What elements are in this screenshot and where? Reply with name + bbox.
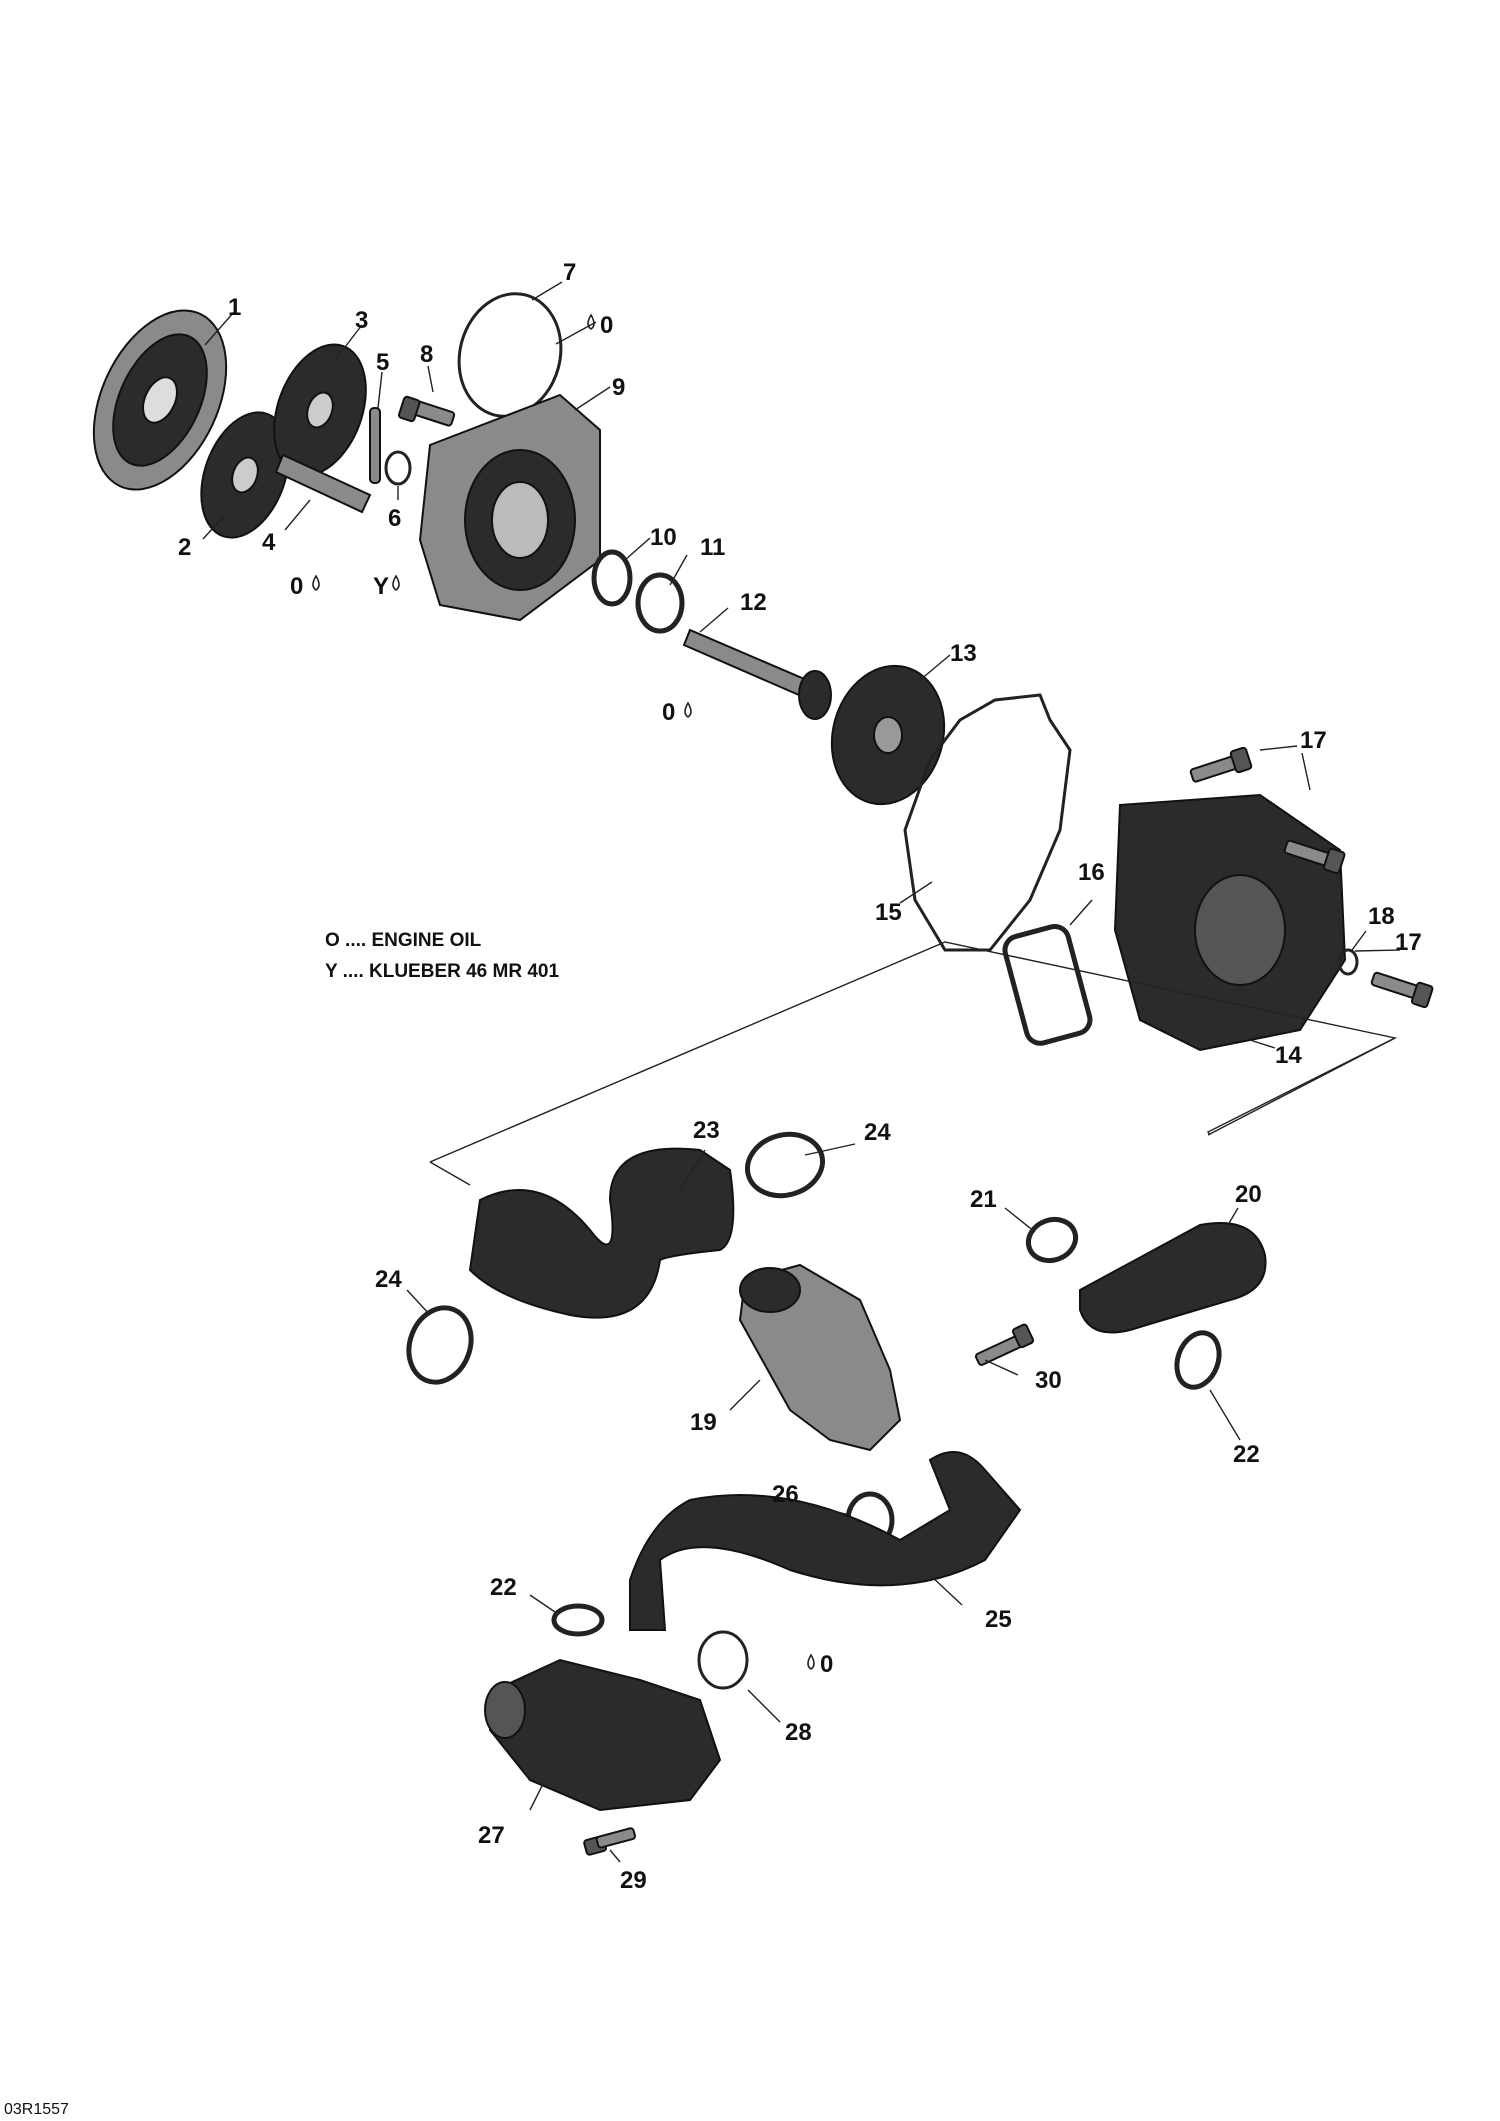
callout-10: 10 xyxy=(650,524,677,551)
callout-28: 28 xyxy=(785,1719,812,1746)
pump-housing-9 xyxy=(418,393,601,622)
callout-15: 15 xyxy=(875,899,902,926)
drop-icon-28 xyxy=(807,1653,815,1670)
pin-5 xyxy=(369,407,381,484)
callout-17-upper: 17 xyxy=(1300,727,1327,754)
gear-1 xyxy=(92,309,228,491)
gasket-15 xyxy=(903,693,1072,952)
callout-24-left: 24 xyxy=(375,1266,402,1293)
callout-2: 2 xyxy=(178,534,191,561)
lube-mark-7: 0 xyxy=(600,312,613,339)
callout-27: 27 xyxy=(478,1822,505,1849)
callout-1: 1 xyxy=(228,294,241,321)
clamp-22-right xyxy=(1174,1330,1222,1390)
pump-cover-14 xyxy=(1113,793,1347,1052)
shaft-4 xyxy=(274,453,372,514)
lube-marks: 0 0 Y 0 0 xyxy=(290,312,833,1678)
o-ring-7 xyxy=(457,292,563,418)
callout-16: 16 xyxy=(1078,859,1105,886)
callout-4: 4 xyxy=(262,529,276,556)
callout-14: 14 xyxy=(1275,1042,1302,1069)
seal-10 xyxy=(591,549,633,607)
impeller-13 xyxy=(830,664,946,806)
o-ring-6 xyxy=(384,450,412,486)
bolt-30 xyxy=(974,1323,1035,1366)
callout-21: 21 xyxy=(970,1186,997,1213)
drop-icon-4 xyxy=(312,574,320,591)
hose-25 xyxy=(629,1451,1022,1631)
leader-lines xyxy=(202,281,1401,1863)
callout-13: 13 xyxy=(950,640,977,667)
clamp-21 xyxy=(1025,1216,1079,1264)
callout-20: 20 xyxy=(1235,1181,1262,1208)
callout-17-lower: 17 xyxy=(1395,929,1422,956)
callout-8: 8 xyxy=(420,341,433,368)
callout-25: 25 xyxy=(985,1606,1012,1633)
drop-icon-7 xyxy=(587,313,595,330)
callout-22-right: 22 xyxy=(1233,1441,1260,1468)
callout-26: 26 xyxy=(772,1481,799,1508)
seal-16 xyxy=(1002,923,1093,1046)
legend: O .... ENGINE OIL Y .... KLUEBER 46 MR 4… xyxy=(325,930,559,982)
clamp-22-lower xyxy=(551,1603,605,1637)
bolt-8 xyxy=(397,395,456,427)
clamp-24-upper xyxy=(744,1131,826,1199)
lube-mark-28: 0 xyxy=(820,1651,833,1678)
o-ring-28 xyxy=(697,1630,749,1690)
bolt-29 xyxy=(583,1827,636,1856)
lube-mark-4: 0 xyxy=(290,573,303,600)
callout-19: 19 xyxy=(690,1409,717,1436)
callout-7: 7 xyxy=(563,259,576,286)
lube-mark-12: 0 xyxy=(662,699,675,726)
reference-code: 03R1557 xyxy=(4,2101,69,2118)
assembly-frame-lower xyxy=(1207,1037,1396,1136)
bolt-17-lower xyxy=(1370,971,1434,1009)
assembly-frame-left xyxy=(429,1161,471,1186)
gear-3 xyxy=(273,343,367,477)
callout-23: 23 xyxy=(693,1117,720,1144)
impeller-shaft-12 xyxy=(682,628,832,720)
bearing-11 xyxy=(635,572,685,634)
gear-2 xyxy=(200,411,290,539)
callout-24-upper: 24 xyxy=(864,1119,891,1146)
callout-11: 11 xyxy=(700,534,725,561)
lube-mark-9: Y xyxy=(373,573,389,600)
callout-3: 3 xyxy=(355,307,368,334)
hose-20 xyxy=(1079,1222,1267,1334)
hose-23 xyxy=(468,1147,735,1319)
callout-12: 12 xyxy=(740,589,767,616)
bolt-17-right xyxy=(1283,839,1346,875)
legend-engine-oil: O .... ENGINE OIL xyxy=(325,930,482,951)
drop-icon-9 xyxy=(392,574,400,591)
washer-18 xyxy=(1337,948,1359,976)
callout-30: 30 xyxy=(1035,1367,1062,1394)
callout-9: 9 xyxy=(612,374,625,401)
thermostat-housing-19 xyxy=(738,1263,902,1452)
callouts: 1 2 3 4 5 6 7 8 9 10 11 12 13 14 15 16 1… xyxy=(178,259,1422,1894)
callout-29: 29 xyxy=(620,1867,647,1894)
drop-icon-12 xyxy=(684,701,692,718)
callout-6: 6 xyxy=(388,505,401,532)
callout-18: 18 xyxy=(1368,903,1395,930)
legend-klueber: Y .... KLUEBER 46 MR 401 xyxy=(325,961,559,982)
clamp-24-left xyxy=(406,1305,474,1385)
callout-22-lower: 22 xyxy=(490,1574,517,1601)
callout-5: 5 xyxy=(376,349,389,376)
bolt-17-upper xyxy=(1189,746,1253,783)
outlet-housing-27 xyxy=(484,1658,722,1812)
